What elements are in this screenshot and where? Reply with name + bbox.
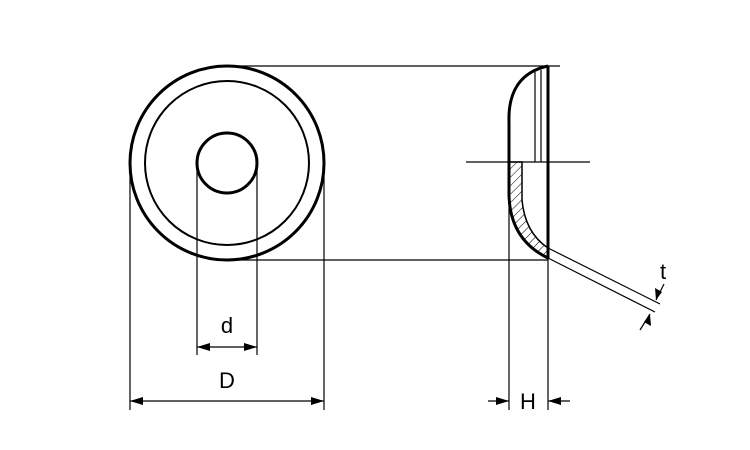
outer-diameter-dimension: D: [129, 163, 325, 410]
arrow-left-icon: [130, 397, 143, 405]
arrow-left-icon: [197, 343, 210, 351]
arrow-up-icon: [644, 314, 651, 326]
hole-diameter-label: d: [221, 313, 233, 338]
arrow-right-icon: [244, 343, 257, 351]
height-label: H: [520, 389, 536, 414]
height-dimension: H: [488, 196, 570, 414]
inner-rim-circle: [144, 80, 310, 246]
side-view: [507, 64, 661, 313]
arrow-down-icon: [655, 288, 662, 300]
front-view: [128, 64, 326, 262]
profile-top-outer: [507, 64, 549, 123]
projection-lines: [227, 65, 590, 261]
arrow-right-icon: [311, 397, 324, 405]
t-ext-inner: [547, 247, 661, 305]
outer-diameter-label: D: [219, 368, 235, 393]
thickness-dimension: t: [639, 259, 666, 331]
hole-circle: [195, 131, 259, 195]
arrow-left-icon: [548, 397, 561, 405]
arrow-right-icon: [496, 397, 509, 405]
thickness-label: t: [660, 259, 666, 284]
outer-circle: [128, 64, 326, 262]
hole-diameter-dimension: d: [196, 163, 258, 355]
t-ext-outer: [547, 257, 656, 313]
section-hatch: [508, 161, 549, 260]
